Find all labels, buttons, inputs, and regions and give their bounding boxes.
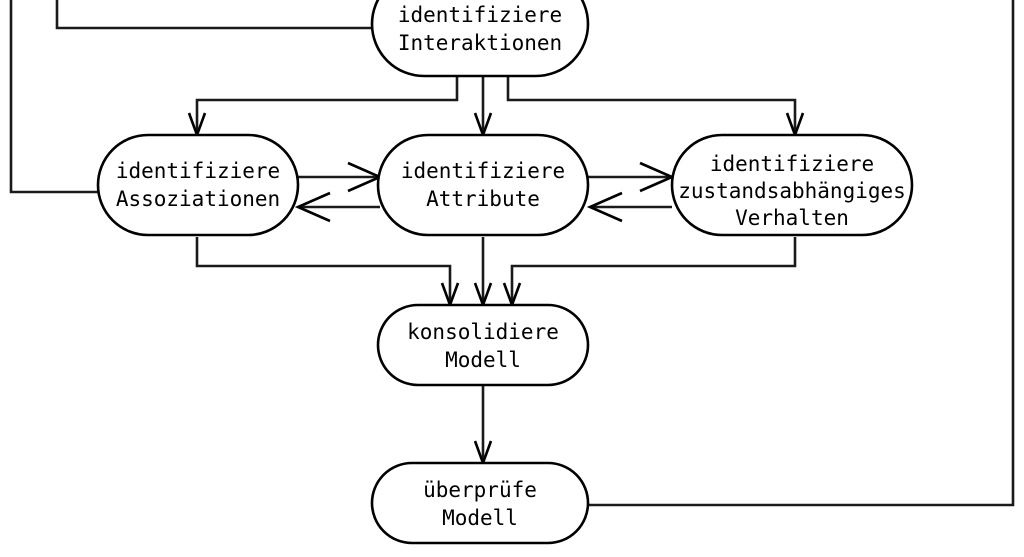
- node-label-konsolidiere-line1: konsolidiere: [407, 320, 559, 344]
- arrowhead-verhalten-attribute: [586, 191, 623, 223]
- edge-verhalten-to-konsolidiere: [510, 237, 797, 303]
- node-label-ueberpruefe-line1: überprüfe: [423, 478, 537, 502]
- node-label-attribute-line2: Attribute: [426, 187, 540, 211]
- node-shape-assoziationen: [96, 133, 300, 237]
- node-label-verhalten-line2: zustandsabhängiges: [678, 179, 906, 203]
- node-identifiziere-assoziationen[interactable]: identifiziere Assoziationen: [96, 133, 300, 237]
- node-identifiziere-zustandsabhaengiges-verhalten[interactable]: identifiziere zustandsabhängiges Verhalt…: [670, 133, 914, 237]
- edge-ueberpruefe-feedback-right: [588, 0, 1015, 507]
- node-label-konsolidiere-line2: Modell: [445, 348, 521, 372]
- node-identifiziere-interaktionen[interactable]: identifiziere Interaktionen: [370, 0, 590, 78]
- edge-assoziationen-to-konsolidiere: [195, 237, 452, 303]
- edge-interaktionen-to-verhalten: [506, 76, 797, 133]
- node-shape-attribute: [376, 133, 590, 237]
- node-shape-verhalten: [670, 133, 914, 237]
- node-ueberpruefe-modell[interactable]: überprüfe Modell: [370, 461, 590, 545]
- node-label-ueberpruefe-line2: Modell: [442, 506, 518, 530]
- node-shape-konsolidiere: [376, 303, 590, 387]
- node-identifiziere-attribute[interactable]: identifiziere Attribute: [376, 133, 590, 237]
- node-shape-ueberpruefe: [370, 461, 590, 545]
- node-shape-interaktionen: [370, 0, 590, 78]
- node-label-attribute-line1: identifiziere: [401, 159, 565, 183]
- node-label-interaktionen-line1: identifiziere: [398, 3, 562, 27]
- node-label-verhalten-line1: identifiziere: [710, 152, 874, 176]
- edge-interaktionen-feedback-left: [55, 0, 372, 30]
- node-konsolidiere-modell[interactable]: konsolidiere Modell: [376, 303, 590, 387]
- node-label-interaktionen-line2: Interaktionen: [398, 31, 562, 55]
- node-label-assoziationen-line2: Assoziationen: [116, 187, 280, 211]
- edge-interaktionen-to-assoziationen: [195, 76, 459, 133]
- edge-assoziationen-feedback-left: [9, 0, 98, 194]
- node-label-verhalten-line3: Verhalten: [735, 206, 849, 230]
- node-label-assoziationen-line1: identifiziere: [116, 159, 280, 183]
- arrowhead-attribute-assoziationen: [294, 191, 331, 223]
